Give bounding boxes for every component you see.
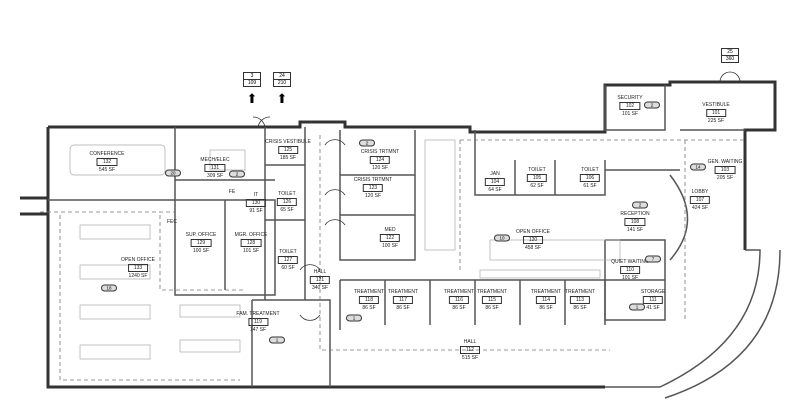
occupancy-tag: 14 — [690, 163, 706, 171]
occupancy-tag: 2 — [229, 170, 245, 178]
occupancy-tag: 20 — [165, 169, 181, 177]
occupancy-tag: 1 — [346, 314, 362, 322]
occupancy-tag: 7 — [645, 255, 661, 263]
occupancy-tag: 2 — [359, 139, 375, 147]
exit-arrow-icon: ⬆ — [276, 91, 288, 106]
occupancy-tag: 1 — [629, 303, 645, 311]
exit-arrow-icon: ⬆ — [246, 91, 258, 106]
occupancy-tag: 2 — [644, 101, 660, 109]
occupancy-tag: 18 — [101, 284, 117, 292]
occupancy-tag: 2 — [632, 201, 648, 209]
occupancy-tag: 10 — [494, 234, 510, 242]
fe-note: FE — [228, 189, 236, 195]
fec-note: FEC — [167, 219, 177, 225]
occupancy-tag: 1 — [269, 336, 285, 344]
